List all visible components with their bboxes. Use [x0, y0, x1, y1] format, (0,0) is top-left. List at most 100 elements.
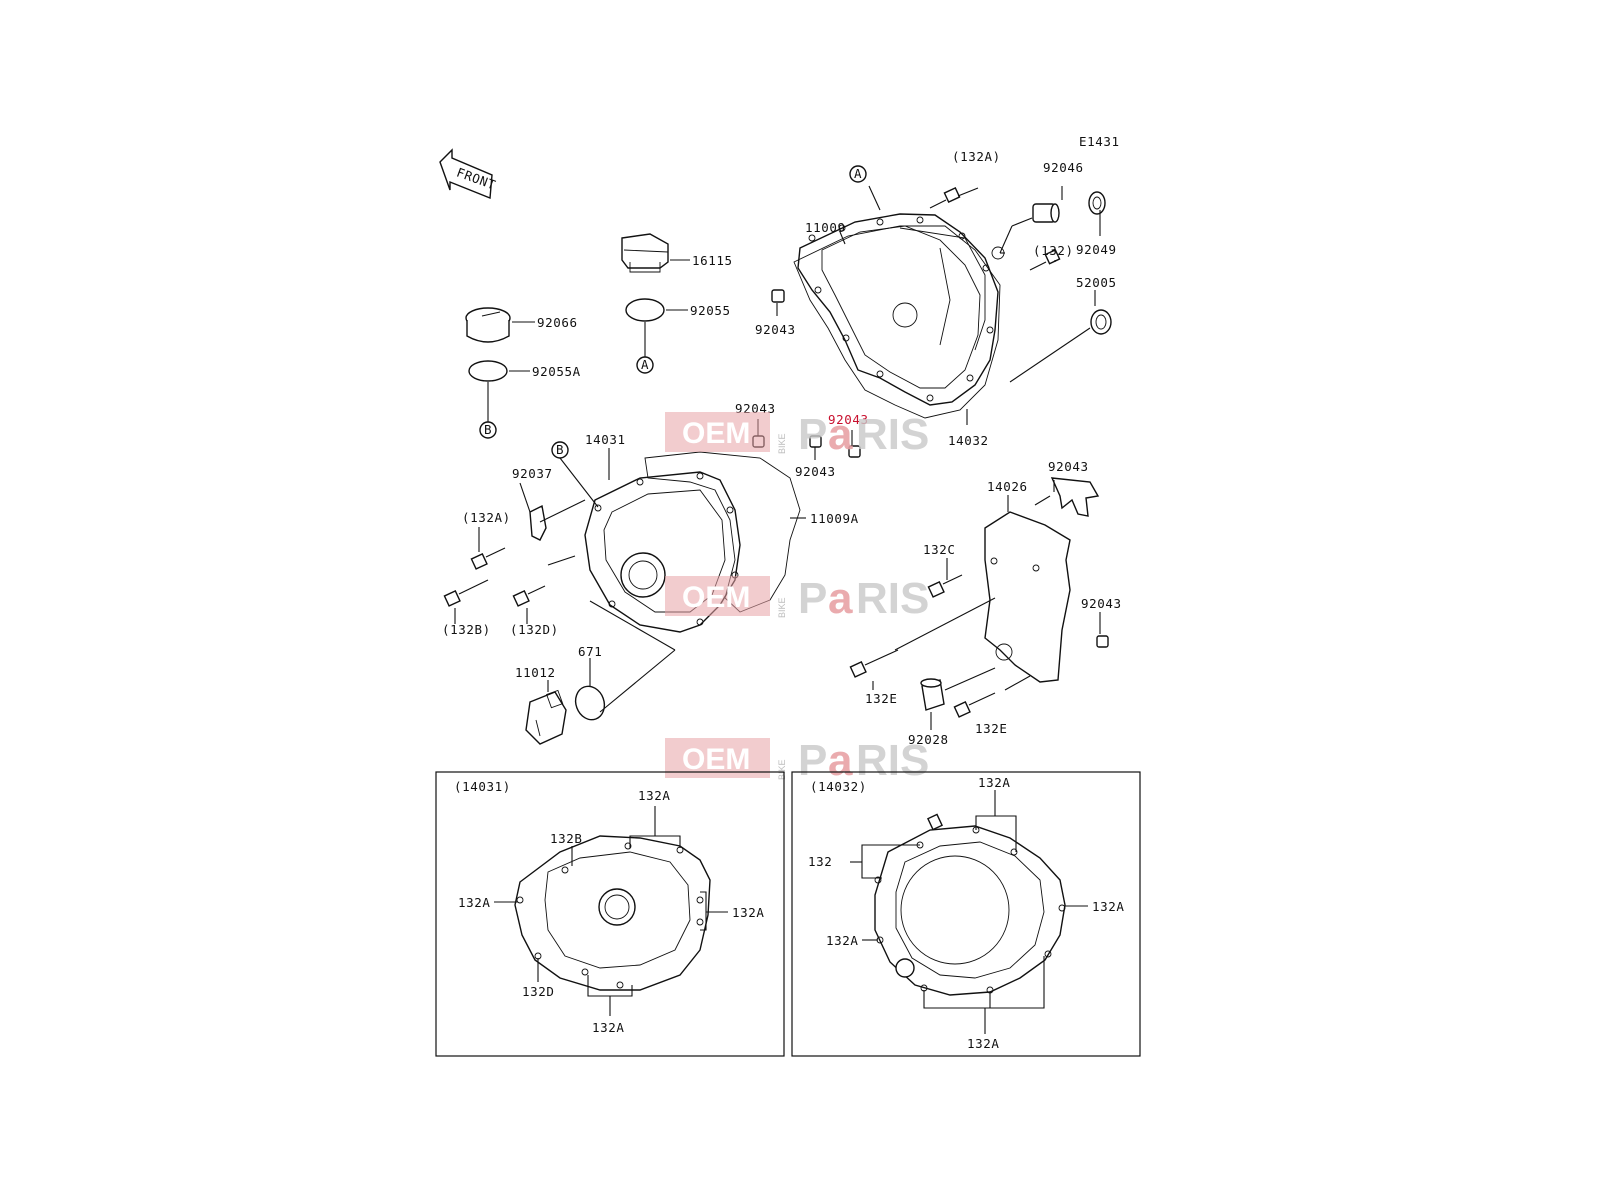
part-label-132e-a: 132E — [865, 691, 898, 706]
svg-text:OEM: OEM — [682, 581, 750, 614]
svg-text:RIS: RIS — [856, 736, 929, 785]
svg-text:BIKE: BIKE — [777, 597, 787, 618]
bearing-92046 — [1032, 203, 1060, 223]
inset-14031-label-right: 132A — [732, 905, 765, 920]
plug-11012 — [525, 689, 567, 745]
inset-14031-label-d: 132D — [522, 984, 555, 999]
dowel-92043-e — [1096, 635, 1109, 648]
o-ring-92055 — [625, 298, 665, 322]
part-label-52005: 52005 — [1076, 275, 1117, 290]
svg-text:P: P — [798, 574, 827, 623]
seal-92049 — [1088, 191, 1106, 215]
bolt-132d — [512, 585, 546, 607]
part-label-132: (132) — [1033, 243, 1074, 258]
part-label-92028: 92028 — [908, 732, 949, 747]
callout-b-middle: B — [551, 441, 569, 459]
gasket-11009 — [793, 225, 1001, 419]
part-label-92043-e: 92043 — [1081, 596, 1122, 611]
svg-text:P: P — [798, 736, 827, 785]
svg-text:BIKE: BIKE — [777, 433, 787, 454]
svg-text:OEM: OEM — [682, 417, 750, 450]
svg-text:B: B — [484, 422, 492, 437]
o-ring-92055a — [468, 360, 508, 382]
cover-14026 — [984, 511, 1071, 683]
diagram-code: E1431 — [1079, 134, 1120, 149]
svg-text:RIS: RIS — [856, 574, 929, 623]
callout-a-top: A — [849, 165, 867, 183]
part-label-132b: (132B) — [442, 622, 491, 637]
part-label-92043-red: 92043 — [828, 412, 869, 427]
inset-14031-label-bottom: 132A — [592, 1020, 625, 1035]
inset-14031-title: (14031) — [454, 779, 511, 794]
part-label-14032: 14032 — [948, 433, 989, 448]
inset-14031: (14031) 132A 132B 132A 132A 132D 132A — [435, 771, 785, 1057]
part-label-14026: 14026 — [987, 479, 1028, 494]
leader-lines-top-right — [776, 185, 1101, 425]
callout-b-lower: B — [479, 421, 497, 439]
svg-text:a: a — [828, 574, 853, 623]
clutch-cover-14032 — [797, 213, 1005, 406]
bolt-132a-left — [470, 547, 506, 570]
bracket-92037 — [529, 504, 547, 541]
front-arrow-icon: FRONT — [439, 148, 498, 200]
inset-14031-label-left: 132A — [458, 895, 491, 910]
bolt-132c — [927, 574, 963, 598]
watermark-3: OEM BIKE P a RIS — [665, 736, 929, 785]
o-ring-671 — [574, 685, 606, 721]
part-label-92066: 92066 — [537, 315, 578, 330]
part-label-16115: 16115 — [692, 253, 733, 268]
svg-text:OEM: OEM — [682, 743, 750, 776]
part-label-11009: 11009 — [805, 220, 846, 235]
inset-14032-label-left: 132 — [808, 854, 832, 869]
inset-14032-label-bottom: 132A — [967, 1036, 1000, 1051]
part-label-671: 671 — [578, 644, 602, 659]
bolt-132a-top — [929, 187, 961, 209]
bolt-132b — [443, 579, 489, 607]
dowel-92043-a — [771, 289, 785, 303]
watermark-2: OEM BIKE P a RIS — [665, 574, 929, 623]
part-label-92037: 92037 — [512, 466, 553, 481]
inset-14032-label-right: 132A — [1092, 899, 1125, 914]
inset-14032-title: (14032) — [810, 779, 867, 794]
inset-14031-label-b: 132B — [550, 831, 583, 846]
svg-text:RIS: RIS — [856, 410, 929, 459]
inset-14032-label-leftlow: 132A — [826, 933, 859, 948]
inset-14031-label-top: 132A — [638, 788, 671, 803]
bracket-92043-d — [1050, 477, 1100, 517]
watermark-1: OEM BIKE P a RIS — [665, 410, 929, 459]
inset-14032: (14032) 132A 132 132A 132A 132A — [791, 771, 1141, 1057]
seal-52005 — [1090, 309, 1112, 335]
svg-text:BIKE: BIKE — [777, 759, 787, 780]
bolt-132e-a — [849, 649, 899, 678]
part-label-92043-c: 92043 — [795, 464, 836, 479]
svg-text:A: A — [641, 357, 649, 372]
callout-a-lower: A — [636, 356, 654, 374]
part-label-92049: 92049 — [1076, 242, 1117, 257]
svg-text:a: a — [828, 736, 853, 785]
part-label-132a-top: (132A) — [952, 149, 1001, 164]
svg-text:A: A — [854, 166, 862, 181]
bolt-132e-b — [953, 692, 996, 718]
inset-14032-label-top: 132A — [978, 775, 1011, 790]
svg-text:B: B — [556, 442, 564, 457]
dowel-92043-red — [848, 445, 861, 458]
part-label-132a-left: (132A) — [462, 510, 511, 525]
plug-92066 — [465, 307, 511, 343]
part-label-132d: (132D) — [510, 622, 559, 637]
part-label-14031: 14031 — [585, 432, 626, 447]
part-label-92043-a: 92043 — [755, 322, 796, 337]
svg-text:a: a — [828, 410, 853, 459]
part-label-92046: 92046 — [1043, 160, 1084, 175]
leader-lines-left-middle — [454, 448, 806, 713]
part-label-11012: 11012 — [515, 665, 556, 680]
part-label-92055a: 92055A — [532, 364, 581, 379]
part-label-132c: 132C — [923, 542, 956, 557]
oil-filler-cap-16115 — [621, 233, 669, 273]
svg-text:P: P — [798, 410, 827, 459]
part-label-11009a: 11009A — [810, 511, 859, 526]
leader-lines-right-middle — [872, 480, 1101, 730]
part-label-92055: 92055 — [690, 303, 731, 318]
part-label-92043-d: 92043 — [1048, 459, 1089, 474]
collar-92028 — [920, 678, 945, 711]
